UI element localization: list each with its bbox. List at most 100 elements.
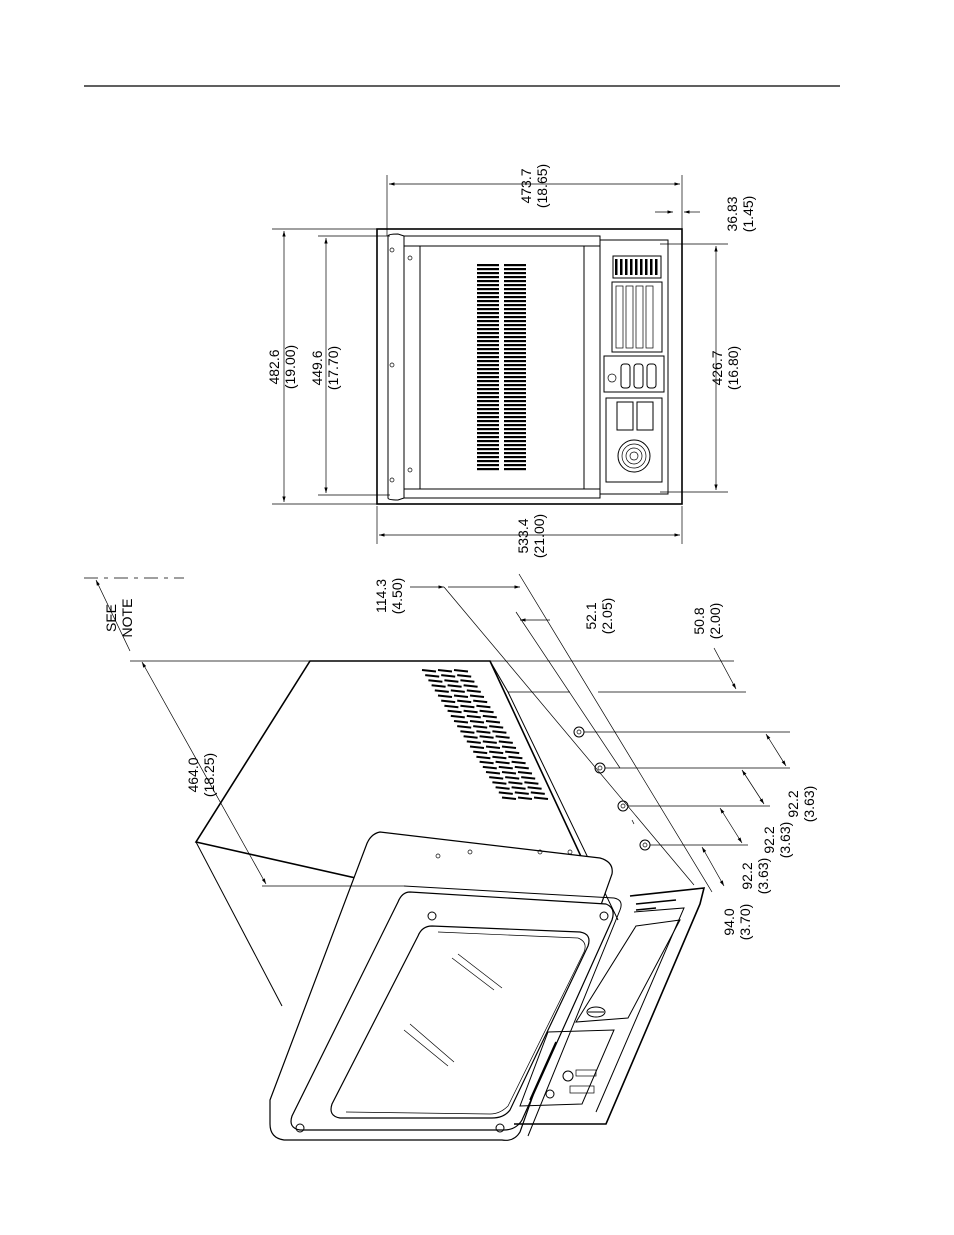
vent-slot [477, 372, 499, 375]
iso-vent-slot [457, 674, 472, 678]
iso-vent-slot [469, 694, 485, 698]
connector-slot [635, 259, 638, 275]
vent-slot [477, 416, 499, 419]
vent-slot [504, 376, 526, 379]
vent-slot [504, 344, 526, 347]
dim-overall-width-in: (21.00) [531, 514, 547, 558]
note-line-1: SEE [103, 604, 119, 632]
vent-slot [477, 424, 499, 427]
iso-vent-slot [498, 765, 513, 770]
vent-slot [477, 304, 499, 307]
dim-rear-width-in: (18.65) [534, 164, 550, 208]
dim-right-height-mm: 426.7 [709, 350, 725, 385]
vent-slot [504, 356, 526, 359]
dim-hole-spacing-2-in: (3.63) [777, 822, 793, 859]
iso-vent-slot [505, 750, 520, 755]
vent-slot [504, 268, 526, 271]
iso-vent-slot [453, 720, 469, 724]
iso-vent-slot [469, 720, 485, 724]
vent-slot [504, 304, 526, 307]
vent-slot [477, 340, 499, 343]
dim-hole-bottom-mm: 94.0 [721, 908, 737, 935]
vent-slot [477, 432, 499, 435]
vent-slot [504, 292, 526, 295]
vent-slot [477, 268, 499, 271]
iso-vent-slot [437, 669, 453, 673]
iso-vent-slot [469, 745, 485, 749]
vent-slot [504, 440, 526, 443]
screen [330, 925, 590, 1119]
vent-slot [477, 404, 499, 407]
iso-vent-slot [473, 725, 488, 729]
vent-slot [504, 404, 526, 407]
connector-slot [630, 259, 633, 275]
vent-slot [477, 356, 499, 359]
vent-slot [477, 332, 499, 335]
dim-inner-height-mm: 449.6 [309, 350, 325, 385]
vent-slot [477, 448, 499, 451]
vent-slot [477, 312, 499, 315]
vent-slot [477, 428, 499, 431]
vent-slot [504, 460, 526, 463]
vent-slot [477, 400, 499, 403]
vent-slot [477, 308, 499, 311]
vent-slot [504, 272, 526, 275]
vent-slot [504, 420, 526, 423]
dim-flange-offset-in: (2.05) [599, 598, 615, 635]
dim-rear-width-mm: 473.7 [518, 168, 534, 203]
iso-vent-slot [479, 709, 494, 714]
vent-slot [477, 436, 499, 439]
vent-slot [504, 408, 526, 411]
iso-vent-slot [473, 699, 488, 704]
vent-slot [477, 264, 499, 267]
iso-vent-slot [457, 725, 472, 729]
connector-slot [650, 259, 653, 275]
connector-slot [645, 259, 648, 275]
vent-slot [504, 296, 526, 299]
iso-vent-slot [463, 709, 478, 714]
db-connectors [607, 363, 657, 389]
vent-slot [477, 460, 499, 463]
iso-vent-slot [492, 781, 507, 785]
iso-vent-slot [489, 750, 504, 755]
connector-slot [640, 259, 643, 275]
iso-dimension-lines [84, 573, 790, 893]
mounting-holes [573, 726, 651, 851]
iso-vent-slot [450, 714, 465, 719]
iso-vent-slot [492, 730, 507, 734]
iso-vent-slot [501, 771, 517, 775]
iso-vent-slot [533, 796, 549, 800]
dim-rear-offset-in: (1.45) [740, 196, 756, 233]
iso-vent-slot [444, 704, 459, 709]
vent-slot [477, 384, 499, 387]
vent-slot [504, 468, 526, 471]
vent-slot [477, 336, 499, 339]
note-label: SEE NOTE [103, 599, 135, 638]
iso-vent-slot [489, 725, 504, 729]
iso-vent-slot [485, 720, 501, 724]
iso-vent-slot [530, 791, 545, 795]
iso-vent-slot [495, 786, 510, 790]
vent-slot [477, 320, 499, 323]
io-panel [599, 239, 669, 495]
iso-vent-slot [447, 684, 462, 688]
iso-vent-slot [508, 781, 523, 785]
vent-slot [477, 464, 499, 467]
iso-vent-slot [434, 689, 449, 693]
iso-vent-slot [450, 689, 465, 693]
dim-hole-spacing-3-in: (3.63) [755, 858, 771, 895]
vent-slot [477, 380, 499, 383]
vent-slot [477, 396, 499, 399]
connector-slot [655, 259, 658, 275]
rear-vent-grille [477, 264, 526, 471]
vent-slot [504, 364, 526, 367]
vent-slot [504, 448, 526, 451]
iso-vent-slot [425, 674, 440, 678]
iso-vent-slot [466, 714, 481, 719]
dim-overall-width-mm: 533.4 [515, 518, 531, 553]
iso-vent-slot [527, 786, 542, 790]
iso-vent-slot [431, 684, 446, 688]
iso-vent-slot [505, 776, 520, 780]
vent-slot [477, 288, 499, 291]
